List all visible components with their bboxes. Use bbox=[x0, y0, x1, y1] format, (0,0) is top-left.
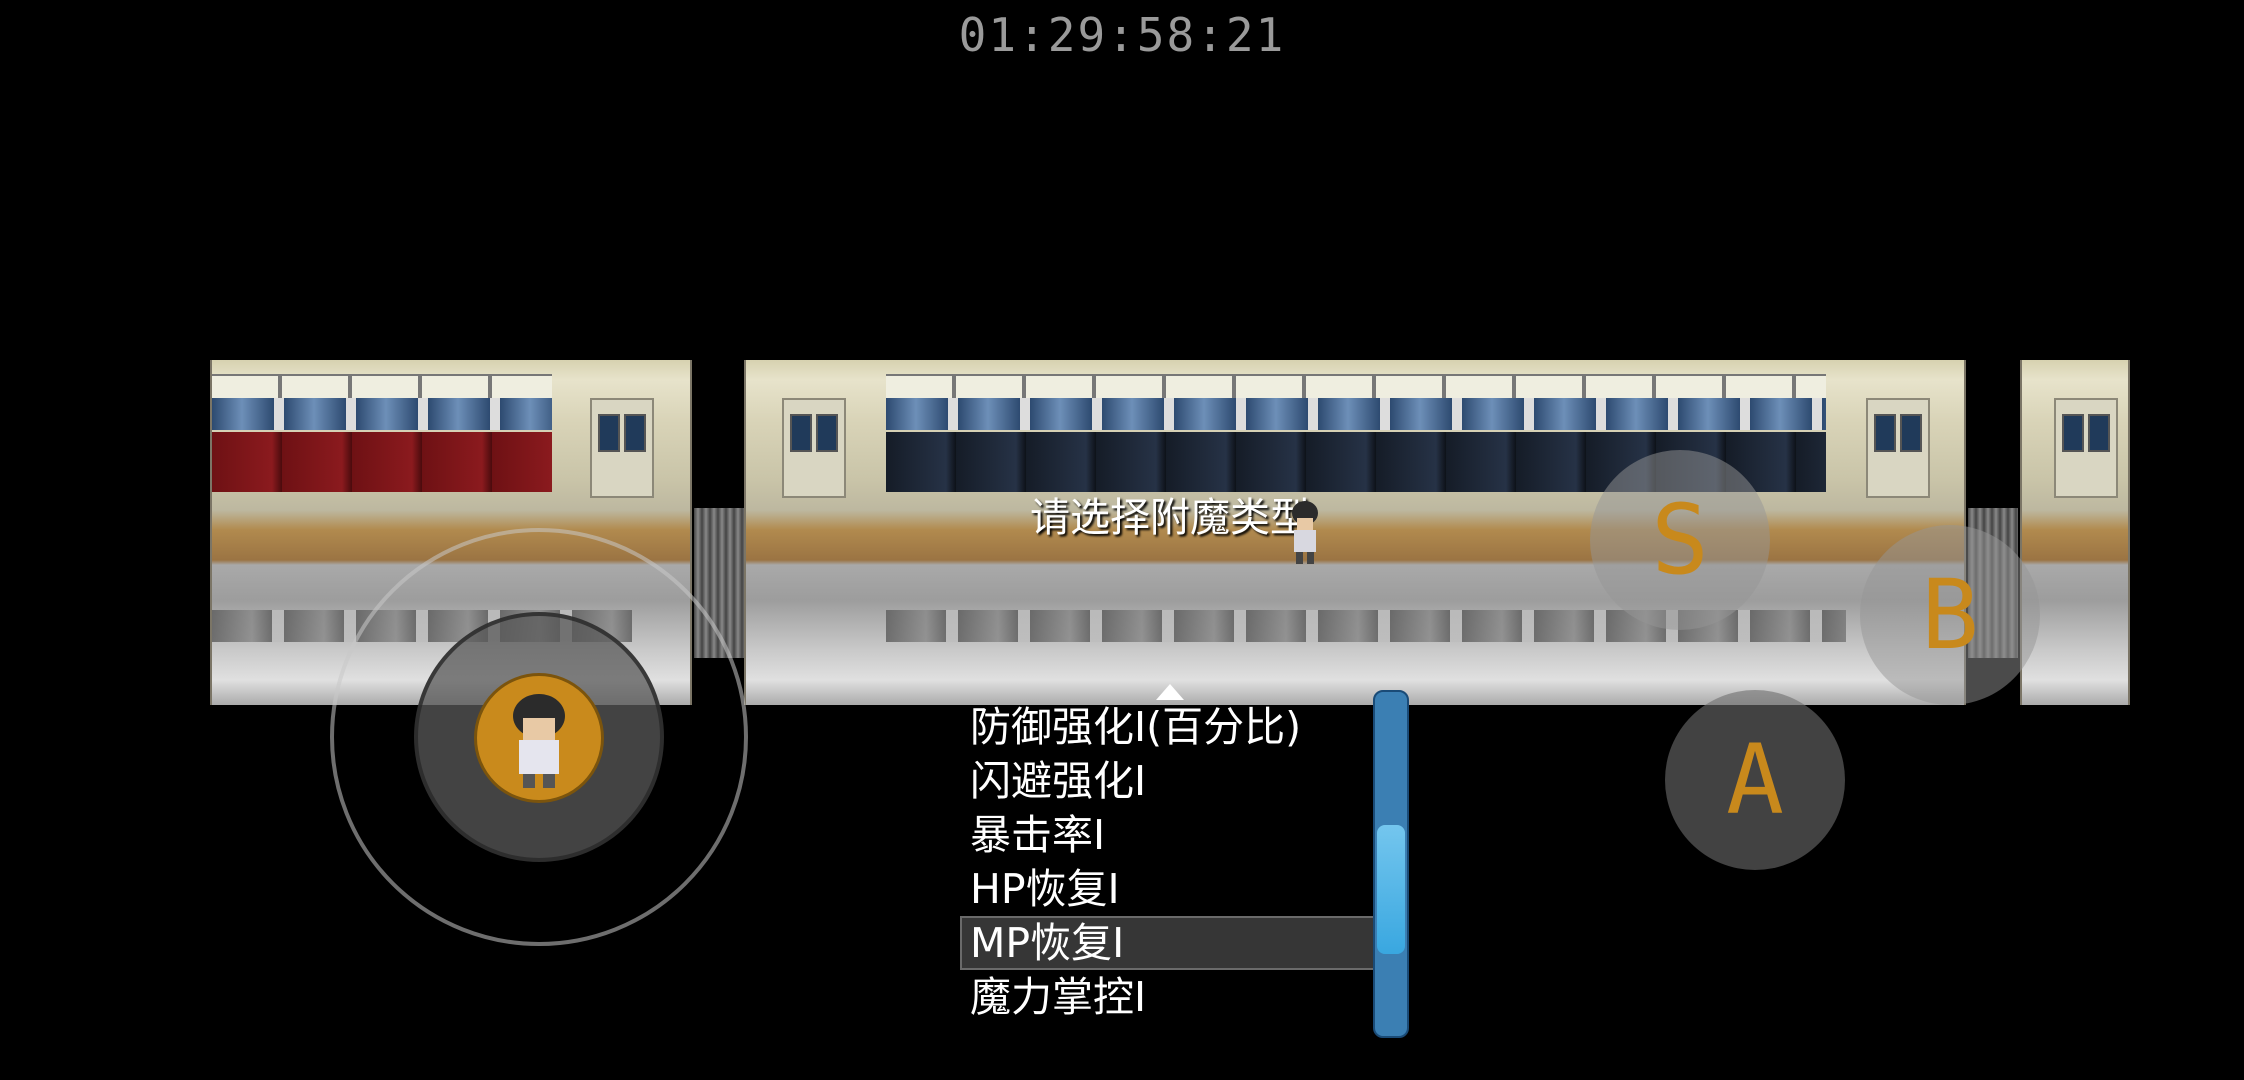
car-door bbox=[782, 398, 846, 498]
player-character-sprite bbox=[1292, 501, 1318, 564]
s-button[interactable]: S bbox=[1590, 450, 1770, 630]
car-windows bbox=[886, 398, 1826, 430]
hud-timer: 01:29:58:21 bbox=[958, 8, 1286, 62]
car-door bbox=[590, 398, 654, 498]
car-seats bbox=[212, 432, 552, 492]
choice-scrollbar[interactable] bbox=[1373, 690, 1409, 1038]
choice-item[interactable]: 暴击率I bbox=[970, 811, 1106, 859]
roof-vent bbox=[886, 374, 1826, 400]
scrollbar-thumb[interactable] bbox=[1377, 824, 1405, 954]
joystick-ring[interactable] bbox=[330, 528, 748, 946]
train-car-left bbox=[210, 360, 692, 705]
choice-item[interactable]: 防御强化I(百分比) bbox=[970, 703, 1302, 751]
a-button[interactable]: A bbox=[1665, 690, 1845, 870]
choice-item[interactable]: HP恢复I bbox=[970, 865, 1120, 913]
car-door bbox=[2054, 398, 2118, 498]
roof-vent bbox=[212, 374, 552, 400]
b-button[interactable]: B bbox=[1860, 525, 2040, 705]
choice-item[interactable]: 闪避强化I bbox=[970, 757, 1147, 805]
choice-list: 防御强化I(百分比) 闪避强化I 暴击率I HP恢复I MP恢复I 魔力掌控I bbox=[960, 700, 1380, 1024]
choice-item[interactable]: 魔力掌控I bbox=[970, 973, 1147, 1021]
choice-item[interactable]: MP恢复I bbox=[960, 916, 1380, 970]
car-door bbox=[1866, 398, 1930, 498]
scroll-up-arrow-icon bbox=[1156, 684, 1184, 700]
dialog-prompt: 请选择附魔类型 bbox=[1030, 495, 1310, 541]
car-windows bbox=[212, 398, 552, 430]
train-car-right bbox=[2020, 360, 2130, 705]
joystick-knob[interactable] bbox=[474, 673, 604, 803]
character-portrait-icon bbox=[513, 694, 565, 788]
